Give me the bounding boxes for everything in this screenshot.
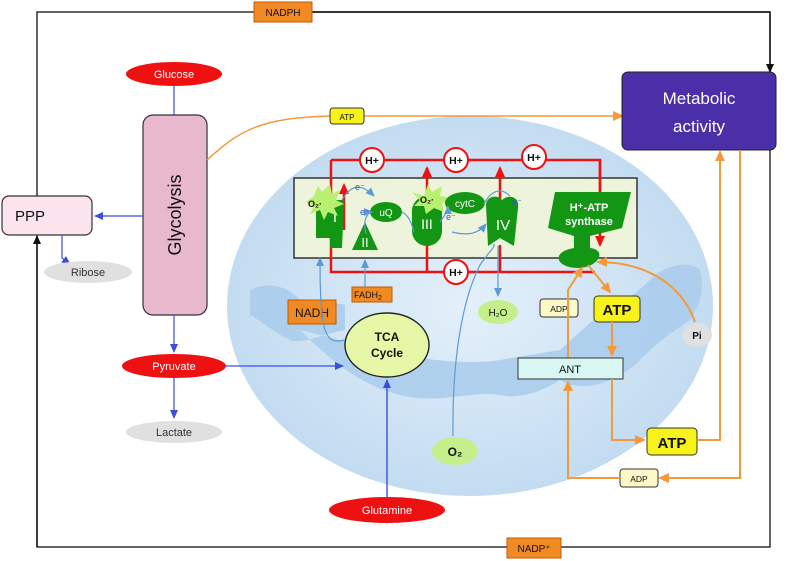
ppp-to-ribose-arrow [61,235,71,265]
uq-label: uQ [379,208,393,219]
h-plus-circle-4: H+ [443,259,469,285]
glutamine-label: Glutamine [362,505,412,517]
electron-path-5 [483,190,511,205]
ant-box [517,357,624,380]
tca-cycle [344,312,430,378]
complex-4 [486,196,519,246]
electron-path-4 [439,205,452,223]
electron-path-6 [451,223,487,235]
glycolysis-atp-label: ATP [340,113,355,122]
cytosol-adp-label: ADP [630,474,648,484]
oxygen-to-complex4-line [452,243,495,437]
complex-3-label: III [421,216,433,232]
ribose-node [44,261,132,283]
pi-node [682,323,712,347]
nadh-to-complex1-arrow [316,257,346,342]
svg-text:H+: H+ [527,152,541,164]
atp-to-metabolic-arrow [697,150,725,441]
ant-to-cytosol-atp-arrow [611,379,646,445]
svg-text:H+: H+ [365,155,379,167]
fadh2-label: FADH2 [354,290,382,302]
synthase-to-atp-arrow [587,264,612,294]
ribose-label: Ribose [71,267,105,279]
adp-to-synthase-arrow [567,266,584,358]
cytc-label: cytC [455,199,475,210]
cytosol-atp-box [646,427,698,456]
nadph-label: NADPH [265,8,300,19]
electron-path-2 [363,208,373,235]
cytosol-atp-label: ATP [658,435,687,452]
electron-path-1 [341,186,375,201]
matrix-atp-box [593,295,641,323]
electron-path-3 [401,211,415,233]
nadp-label: NADP⁺ [517,544,550,555]
nadh-box [287,299,337,325]
water-label: H₂O [489,308,508,319]
lactate-node [126,421,222,443]
cytochrome-c [445,192,485,214]
superoxide-burst-2 [412,184,450,214]
ant-label: ANT [559,364,581,376]
h-plus-circle-2: H+ [443,147,469,173]
nadph-box [253,1,313,23]
glycolysis-label: Glycolysis [165,174,185,255]
adp-to-ant-arrow [563,380,620,479]
oxygen [432,437,478,465]
glycolysis-box [142,114,208,316]
nadh-label: NADH [295,306,329,320]
atp-synthase-label-1: H⁺-ATP [570,202,609,214]
electron-label-4: e⁻ [512,197,522,207]
glycolysis-atp-arrow [206,111,624,161]
pi-to-synthase-arrow [596,257,696,323]
complex-2 [352,222,378,250]
metabolic-activity-label-1: Metabolic [663,89,736,108]
ppp-label: PPP [15,208,45,225]
svg-text:H+: H+ [449,155,463,167]
pi-label: Pi [692,331,702,342]
superoxide-label-1: O₂· [308,199,322,209]
ubiquinone [370,202,402,222]
matrix-adp-label: ADP [550,304,568,314]
lactate-label: Lactate [156,427,192,439]
glucose-label: Glucose [154,69,194,81]
glucose-node [126,62,222,86]
pyruvate-label: Pyruvate [152,361,195,373]
metabolic-activity-label-2: activity [673,117,725,136]
pyruvate-node [122,354,226,378]
complex-3 [412,196,442,246]
complex-2-label: II [361,235,368,250]
electron-label-1: e⁻ [355,182,365,192]
oxygen-label: O₂ [448,445,463,459]
nadph-arrow [312,11,774,73]
electron-label-2: e⁻ [360,207,370,217]
superoxide-label-2: O₂· [420,195,434,205]
electron-label-3: e⁻ [446,212,456,222]
h-plus-circle-3: H+ [521,144,547,170]
tca-label-1: TCA [375,330,400,344]
superoxide-burst-1 [306,184,344,220]
nadp-box [506,537,562,559]
glycolysis-atp-box [329,107,365,125]
matrix-atp-label: ATP [603,302,632,319]
svg-text:H+: H+ [449,267,463,279]
ppp-box [1,195,93,236]
complex-1-label: I [333,209,337,226]
atp-synthase [548,192,631,268]
tca-label-2: Cycle [371,346,403,360]
atp-synthase-label-2: synthase [565,216,613,228]
h-plus-circle-1: H+ [359,147,385,173]
complex-4-label: IV [496,217,510,234]
water [478,300,518,324]
glutamine-node [329,497,445,523]
metabolic-activity-box [621,71,777,151]
fadh2-box [351,286,393,303]
metabolic-to-adp-arrow [658,150,741,483]
